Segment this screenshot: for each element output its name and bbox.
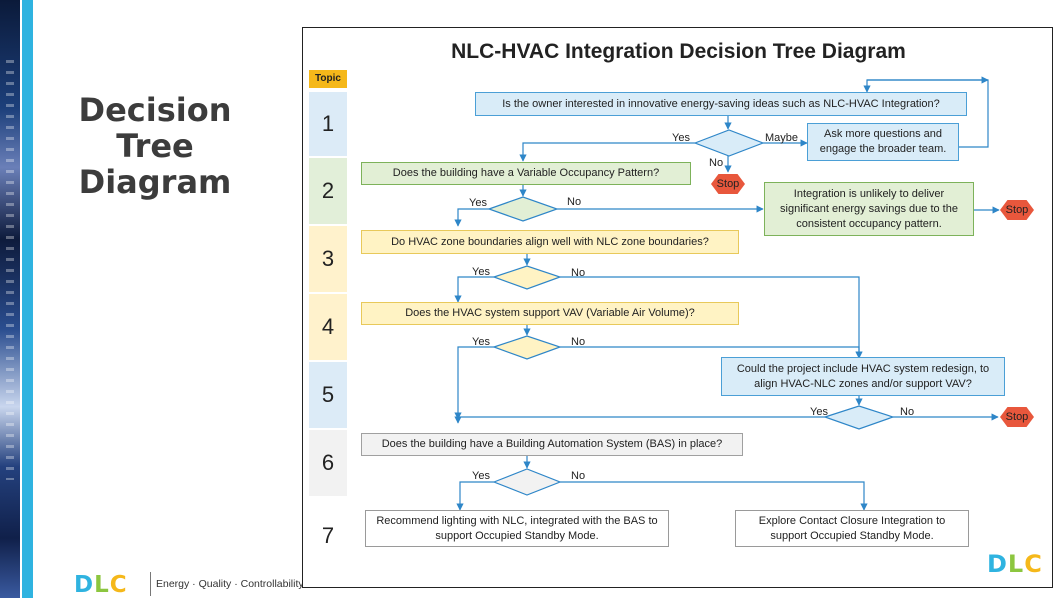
node-contact-closure: Explore Contact Closure Integration to s…: [735, 510, 969, 547]
node-zone-boundaries: Do HVAC zone boundaries align well with …: [361, 230, 739, 254]
connector-d2-yes: [454, 208, 489, 227]
label-d3-no: No: [571, 267, 586, 279]
dlc-logo-small: DLC: [987, 550, 1043, 578]
label-d4-yes: Yes: [472, 336, 490, 348]
decision-diamond-5: [823, 405, 895, 430]
dlc-logo: DLC: [74, 572, 128, 598]
label-d2-no: No: [567, 196, 582, 208]
topic-1: 1: [309, 92, 347, 156]
topic-5: 5: [309, 362, 347, 428]
topic-7: 7: [309, 498, 347, 574]
label-d5-yes: Yes: [810, 406, 828, 418]
node-variable-occupancy: Does the building have a Variable Occupa…: [361, 162, 691, 185]
decision-diamond-6: [492, 468, 562, 496]
label-d1-no: No: [709, 157, 724, 169]
slide-title: Decision Tree Diagram: [78, 91, 232, 201]
logo-letter-d: D: [74, 572, 95, 598]
decision-tree-panel: NLC-HVAC Integration Decision Tree Diagr…: [302, 27, 1053, 588]
connector-d3-no: [560, 276, 863, 359]
label-d3-yes: Yes: [472, 266, 490, 278]
topic-3: 3: [309, 226, 347, 292]
logo-letter-l: L: [94, 572, 110, 598]
connector-d3-yes: [454, 276, 494, 303]
topic-4: 4: [309, 294, 347, 360]
label-d6-yes: Yes: [472, 470, 490, 482]
small-logo-letter-d: D: [987, 550, 1008, 578]
topic-2: 2: [309, 158, 347, 224]
decision-diamond-3: [492, 265, 562, 290]
label-d1-maybe: Maybe: [765, 132, 799, 144]
node-hvac-redesign: Could the project include HVAC system re…: [721, 357, 1005, 396]
logo-letter-c: C: [109, 572, 128, 598]
connector-d6-no: [560, 481, 868, 511]
topic-6: 6: [309, 430, 347, 496]
node-ask-more-questions: Ask more questions and engage the broade…: [807, 123, 959, 161]
node-vav-support: Does the HVAC system support VAV (Variab…: [361, 302, 739, 325]
decision-diamond-4: [492, 335, 562, 360]
label-d2-yes: Yes: [469, 197, 487, 209]
connector-d5-yes: [454, 416, 825, 424]
accent-bar: [22, 0, 33, 598]
connector-d4-no: [560, 346, 863, 359]
decision-diamond-2: [487, 196, 559, 222]
node-integration-unlikely: Integration is unlikely to deliver signi…: [764, 182, 974, 236]
brand-divider: [150, 572, 151, 596]
label-d5-no: No: [900, 406, 915, 418]
diagram-title: NLC-HVAC Integration Decision Tree Diagr…: [451, 40, 906, 63]
small-logo-letter-l: L: [1007, 550, 1025, 578]
connector-d1-yes: [519, 142, 695, 162]
connector-d6-yes: [456, 481, 494, 511]
connector-d4-yes: [454, 346, 494, 420]
label-d1-yes: Yes: [672, 132, 690, 144]
flow-connectors: [454, 76, 1000, 511]
city-photo-strip: [0, 0, 20, 598]
decision-diamond-1: [693, 129, 765, 157]
node-recommend-bas: Recommend lighting with NLC, integrated …: [365, 510, 669, 547]
topic-header: Topic: [309, 70, 347, 88]
small-logo-letter-c: C: [1024, 550, 1043, 578]
label-d6-no: No: [571, 470, 586, 482]
label-d4-no: No: [571, 336, 586, 348]
node-owner-interest: Is the owner interested in innovative en…: [475, 92, 967, 116]
brand-tagline: Energy · Quality · Controllability®: [156, 578, 308, 590]
node-bas-in-place: Does the building have a Building Automa…: [361, 433, 743, 456]
